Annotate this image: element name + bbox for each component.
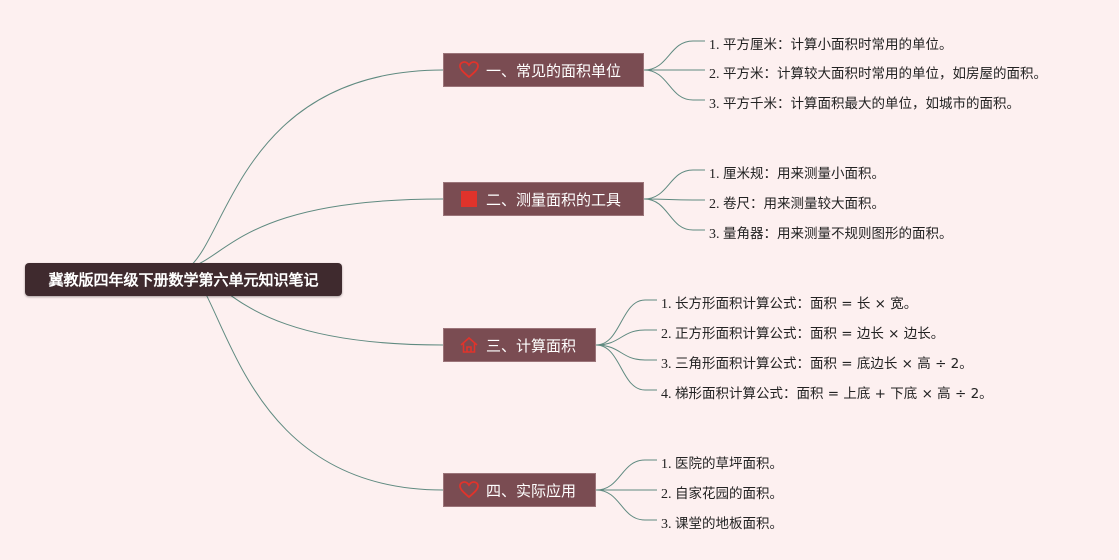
branch-label: 三、计算面积 (486, 336, 577, 355)
leaf-item[interactable]: 1. 厘米规：用来测量小面积。 (709, 162, 885, 183)
leaf-number: 1. (661, 457, 672, 472)
branch-leaf-connector (643, 40, 705, 71)
branch-label: 一、常见的面积单位 (486, 61, 622, 80)
branch-applications[interactable]: 四、实际应用 (443, 473, 596, 507)
branch-leaf-connector (595, 299, 657, 346)
leaf-item[interactable]: 3. 平方千米：计算面积最大的单位，如城市的面积。 (709, 92, 1020, 113)
leaf-item[interactable]: 2. 自家花园的面积。 (661, 482, 783, 503)
leaf-item[interactable]: 2. 正方形面积计算公式：面积 = 边长 × 边长。 (661, 322, 944, 343)
house-icon (458, 334, 480, 356)
leaf-item[interactable]: 4. 梯形面积计算公式：面积 = 上底 + 下底 × 高 ÷ 2。 (661, 382, 993, 403)
heart-icon (458, 59, 480, 81)
leaf-number: 2. (709, 197, 720, 212)
leaf-item[interactable]: 3. 三角形面积计算公式：面积 = 底边长 × 高 ÷ 2。 (661, 352, 973, 373)
leaf-text: 课堂的地板面积。 (675, 516, 783, 532)
branch-leaf-connector (595, 344, 657, 391)
leaf-number: 3. (661, 517, 672, 532)
root-node[interactable]: 冀教版四年级下册数学第六单元知识笔记 (25, 263, 342, 296)
leaf-number: 3. (709, 227, 720, 242)
heart-icon (458, 479, 480, 501)
branch-measuring-tools[interactable]: 二、测量面积的工具 (443, 182, 644, 216)
leaf-text: 厘米规：用来测量小面积。 (723, 166, 885, 182)
leaf-item[interactable]: 2. 平方米：计算较大面积时常用的单位，如房屋的面积。 (709, 62, 1047, 83)
leaf-number: 2. (661, 327, 672, 342)
leaf-text: 正方形面积计算公式：面积 = 边长 × 边长。 (675, 326, 945, 342)
branch-leaf-connector (595, 459, 657, 491)
leaf-item[interactable]: 1. 长方形面积计算公式：面积 = 长 × 宽。 (661, 292, 917, 313)
branch-label: 二、测量面积的工具 (486, 190, 622, 209)
leaf-text: 三角形面积计算公式：面积 = 底边长 × 高 ÷ 2。 (675, 356, 973, 372)
leaf-text: 卷尺：用来测量较大面积。 (723, 196, 885, 212)
branch-calculate-area[interactable]: 三、计算面积 (443, 328, 596, 362)
root-branch-connector (187, 198, 444, 269)
leaf-number: 3. (661, 357, 672, 372)
leaf-text: 医院的草坪面积。 (675, 456, 783, 472)
leaf-number: 2. (661, 487, 672, 502)
branch-leaf-connector (643, 198, 705, 231)
branch-leaf-connector (595, 344, 657, 361)
red-square-icon (458, 188, 480, 210)
branch-leaf-connector (595, 489, 657, 521)
leaf-item[interactable]: 3. 量角器：用来测量不规则图形的面积。 (709, 222, 953, 243)
leaf-text: 量角器：用来测量不规则图形的面积。 (723, 226, 953, 242)
root-branch-connector (187, 267, 444, 491)
leaf-text: 梯形面积计算公式：面积 = 上底 + 下底 × 高 ÷ 2。 (675, 386, 993, 402)
leaf-text: 平方厘米：计算小面积时常用的单位。 (723, 37, 953, 53)
branch-leaf-connector (643, 169, 705, 200)
leaf-item[interactable]: 1. 医院的草坪面积。 (661, 452, 783, 473)
leaf-number: 1. (661, 297, 672, 312)
leaf-number: 1. (709, 38, 720, 53)
leaf-item[interactable]: 1. 平方厘米：计算小面积时常用的单位。 (709, 33, 953, 54)
branch-area-units[interactable]: 一、常见的面积单位 (443, 53, 644, 87)
branch-leaf-connector (643, 198, 705, 201)
root-label: 冀教版四年级下册数学第六单元知识笔记 (48, 271, 319, 289)
leaf-number: 3. (709, 97, 720, 112)
leaf-number: 2. (709, 67, 720, 82)
leaf-item[interactable]: 2. 卷尺：用来测量较大面积。 (709, 192, 885, 213)
leaf-text: 平方千米：计算面积最大的单位，如城市的面积。 (723, 96, 1020, 112)
leaf-number: 4. (661, 387, 672, 402)
branch-leaf-connector (643, 69, 705, 101)
leaf-text: 自家花园的面积。 (675, 486, 783, 502)
branch-label: 四、实际应用 (486, 481, 577, 500)
root-branch-connector (187, 69, 444, 269)
leaf-item[interactable]: 3. 课堂的地板面积。 (661, 512, 783, 533)
leaf-text: 长方形面积计算公式：面积 = 长 × 宽。 (675, 296, 918, 312)
leaf-number: 1. (709, 167, 720, 182)
leaf-text: 平方米：计算较大面积时常用的单位，如房屋的面积。 (723, 66, 1047, 82)
branch-leaf-connector (595, 329, 657, 346)
